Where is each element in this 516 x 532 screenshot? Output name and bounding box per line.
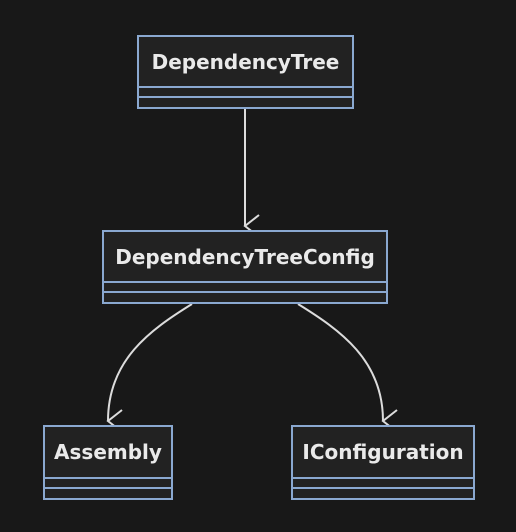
attributes-divider bbox=[293, 477, 473, 479]
class-box-dependencytree: DependencyTree bbox=[137, 35, 354, 109]
methods-divider bbox=[293, 487, 473, 489]
methods-divider bbox=[104, 291, 386, 293]
class-name: IConfiguration bbox=[302, 439, 464, 464]
class-name: DependencyTree bbox=[151, 49, 340, 74]
class-box-assembly: Assembly bbox=[43, 425, 173, 500]
class-name: DependencyTreeConfig bbox=[115, 244, 375, 269]
attributes-divider bbox=[139, 86, 352, 88]
class-name: Assembly bbox=[54, 439, 162, 464]
edge-dependencytreeconfig-to-assembly bbox=[106, 303, 193, 433]
class-box-iconfiguration: IConfiguration bbox=[291, 425, 475, 500]
methods-divider bbox=[45, 487, 171, 489]
edge-dependencytreeconfig-to-iconfiguration bbox=[297, 303, 398, 433]
attributes-divider bbox=[45, 477, 171, 479]
methods-divider bbox=[139, 96, 352, 98]
class-box-dependencytreeconfig: DependencyTreeConfig bbox=[102, 230, 388, 304]
attributes-divider bbox=[104, 281, 386, 283]
